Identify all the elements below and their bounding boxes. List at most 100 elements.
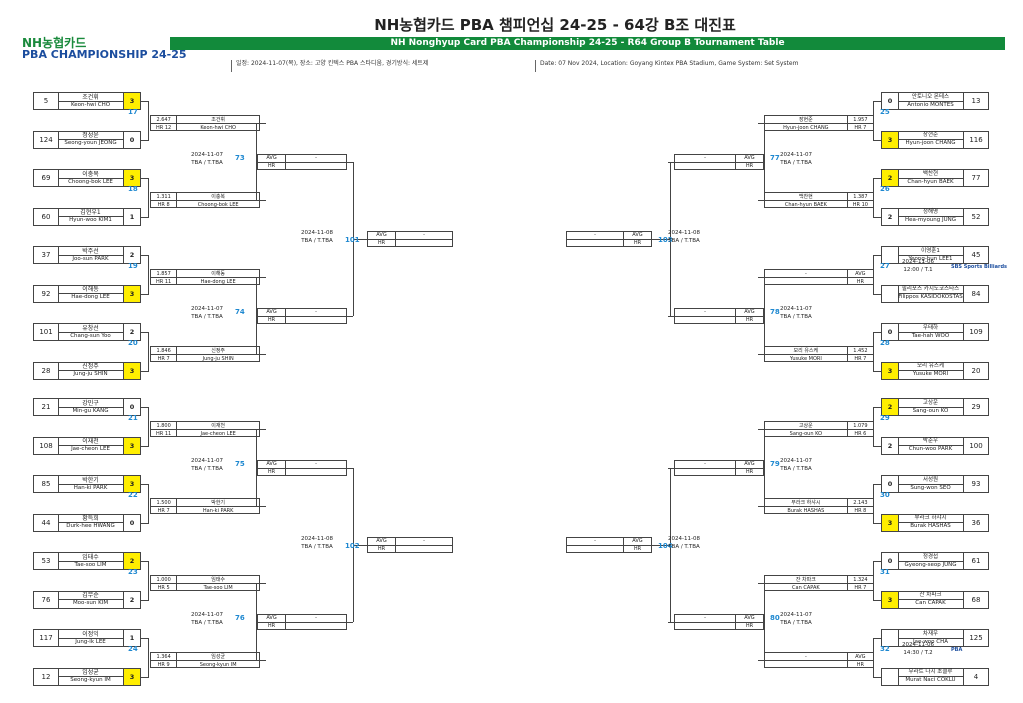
round3-result[interactable]: AVG-HR [367,230,453,247]
avg-label: AVG [744,615,755,622]
bracket-line [256,583,257,661]
player-score: 2 [882,170,899,186]
bracket-line [873,293,881,295]
winner-name-ko: 모리 유스케 [765,347,848,355]
round3-result[interactable]: AVG-HR [367,536,453,553]
page-title: NH농협카드 PBA 챔피언십 24-25 - 64강 B조 대진표 [374,16,736,34]
round2-result[interactable]: AVG-HR [257,459,347,476]
winner-placeholder: - [315,309,317,316]
player-seed: 13 [971,97,981,105]
match-date: 2024-11-08 [668,229,700,236]
winner-name-ko: 임성균 [211,654,226,661]
bracket-line [652,238,670,240]
round2-result[interactable]: AVG-HR [257,613,347,630]
player-seed: 84 [971,289,981,298]
hr-row: HR [258,622,346,630]
player-score: 2 [882,399,899,415]
player-name-ko: 장현준 [922,132,939,138]
player-name-en: Choong-bok LEE [58,177,123,186]
winner-en [567,545,624,553]
round2-result[interactable]: AVG-HR [257,153,347,170]
hr-value: HR 11 [151,430,178,438]
winner-placeholder: - [315,615,317,622]
player-name-ko: 이해동 [82,286,99,293]
pba-championship-logo: PBA CHAMPIONSHIP 24-25 [22,48,187,61]
player-name-ko: 이정익 [82,630,99,638]
bracket-line [758,429,764,431]
avg-row: -AVG [675,460,763,469]
match-number: 17 [128,108,138,117]
player-name-ko: 조건휘 [82,93,99,101]
round2-result[interactable]: AVG-HR [257,307,347,324]
hr-label: HR [368,545,397,553]
player-name-en: Durk-hee HWANG [58,522,123,530]
player-seed: 124 [34,131,59,148]
winner-name-en: Can CAPAK [765,584,848,592]
hr-row: HR [675,316,763,324]
winner-en [396,240,452,247]
match-time: TBA / T.TBA [780,313,812,320]
